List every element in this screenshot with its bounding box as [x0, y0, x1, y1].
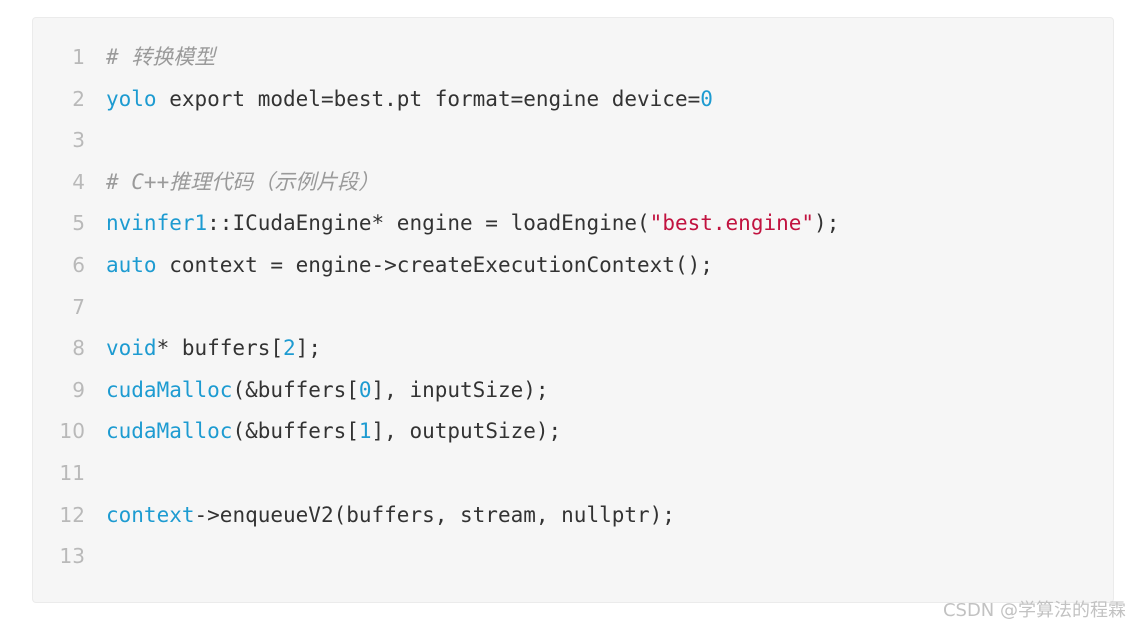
code-line: 9 cudaMalloc(&buffers[0], inputSize); [33, 370, 1113, 412]
code-text: # C++推理代码（示例片段） [106, 162, 379, 204]
line-number: 2 [72, 86, 85, 111]
line-number: 10 [59, 419, 85, 444]
code-line: 7 [33, 287, 1113, 329]
code-token-kw: void [106, 336, 157, 361]
code-token-plain: export model=best.pt format=engine devic… [156, 86, 701, 111]
code-token-kw: nvinfer1 [106, 211, 208, 236]
code-line: 2 yolo export model=best.pt format=engine… [33, 79, 1113, 121]
code-token-num: 1 [358, 419, 372, 444]
code-text: cudaMalloc(&buffers[1], outputSize); [106, 411, 561, 453]
code-token-plain: ->enqueueV2(buffers, stream, nullptr); [194, 502, 675, 527]
line-number: 12 [59, 502, 85, 527]
code-text: # 转换模型 [106, 37, 215, 79]
line-number: 9 [72, 377, 85, 402]
code-token-plain: ], inputSize); [371, 377, 549, 402]
line-number: 4 [72, 169, 85, 194]
line-number: 1 [72, 45, 85, 69]
code-token-kw: auto [106, 252, 157, 277]
code-lines: 1 # 转换模型 2 yolo export model=best.pt format… [33, 37, 1113, 578]
line-number: 8 [72, 336, 85, 361]
code-token-kw: context [106, 502, 195, 527]
code-token-comment: # C++推理代码（示例片段） [106, 169, 380, 194]
line-number: 3 [72, 128, 85, 153]
code-token-plain: (&buffers[ [232, 377, 359, 402]
code-token-num: 2 [283, 336, 296, 361]
watermark: CSDN @学算法的程霖 [942, 600, 1126, 621]
code-line: 12 context->enqueueV2(buffers, stream, nu… [33, 495, 1113, 537]
code-line: 11 [33, 453, 1113, 495]
code-token-kw: cudaMalloc [106, 377, 233, 402]
code-token-str: "best.engine" [649, 211, 815, 236]
code-line: 3 [33, 120, 1113, 162]
code-token-num: 0 [358, 377, 372, 402]
code-line: 5 nvinfer1::ICudaEngine* engine = loadEng… [33, 203, 1113, 245]
code-token-plain: * buffers[ [156, 336, 284, 361]
code-token-plain: (&buffers[ [232, 419, 359, 444]
line-number: 7 [72, 294, 85, 319]
code-token-num: 0 [700, 86, 713, 111]
code-line: 6 auto context = engine->createExecutionC… [33, 245, 1113, 287]
code-token-kw: cudaMalloc [106, 419, 233, 444]
code-line: 4 # C++推理代码（示例片段） [33, 162, 1113, 204]
code-line: 13 [33, 536, 1113, 578]
code-text: auto context = engine->createExecutionCo… [106, 245, 713, 287]
code-token-comment: # 转换模型 [106, 45, 216, 69]
code-token-plain: ::ICudaEngine* engine = loadEngine( [207, 211, 650, 236]
line-number: 11 [59, 460, 85, 485]
line-number: 5 [72, 211, 85, 236]
code-block: 1 # 转换模型 2 yolo export model=best.pt format… [32, 17, 1114, 603]
code-text: yolo export model=best.pt format=engine … [106, 79, 713, 121]
code-text: void* buffers[2]; [106, 328, 321, 370]
line-number: 13 [59, 544, 85, 569]
code-token-plain: ]; [295, 336, 321, 361]
code-token-kw: yolo [106, 86, 157, 111]
code-text: nvinfer1::ICudaEngine* engine = loadEngi… [106, 203, 839, 245]
code-text: context->enqueueV2(buffers, stream, null… [106, 495, 675, 537]
code-token-plain: ); [814, 211, 840, 236]
code-text: cudaMalloc(&buffers[0], inputSize); [106, 370, 549, 412]
code-token-plain: ], outputSize); [371, 419, 562, 444]
code-token-plain: context = engine->createExecutionContext… [156, 252, 713, 277]
code-line: 10 cudaMalloc(&buffers[1], outputSize); [33, 411, 1113, 453]
line-number: 6 [72, 252, 85, 277]
code-line: 8 void* buffers[2]; [33, 328, 1113, 370]
code-line: 1 # 转换模型 [33, 37, 1113, 79]
